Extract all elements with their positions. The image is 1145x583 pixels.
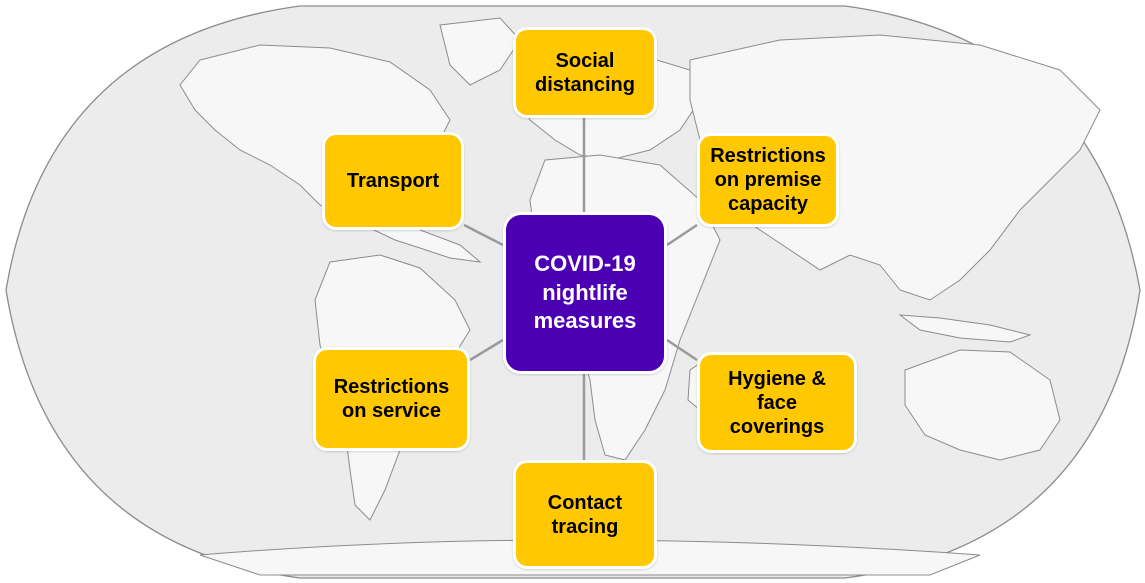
center-label: COVID-19 nightlife measures [533, 251, 637, 334]
connector-hygiene [666, 338, 698, 362]
measure-label: Contact tracing [547, 491, 623, 538]
measure-label: Restrictions on premise capacity [710, 145, 826, 215]
connector-premise-capacity [666, 223, 698, 247]
indonesia-shape [898, 314, 1032, 343]
greenland-shape [439, 17, 521, 86]
measure-restrictions-on-service: Restrictions on service [313, 347, 470, 451]
connectors [463, 118, 698, 460]
connector-transport [463, 223, 504, 247]
measure-premise-capacity: Restrictions on premise capacity [697, 133, 839, 227]
measure-social-distancing: Social distancing [513, 27, 657, 118]
measure-label: Transport [346, 170, 440, 192]
connector-service [469, 338, 504, 362]
measure-transport: Transport [322, 132, 464, 230]
measure-hygiene-face-coverings: Hygiene & face coverings [697, 352, 857, 453]
measure-label: Restrictions on service [333, 376, 450, 422]
australia-shape [904, 349, 1061, 461]
measure-label: Social distancing [534, 49, 635, 96]
measure-contact-tracing: Contact tracing [513, 460, 657, 569]
measure-label: Hygiene & face coverings [728, 367, 826, 438]
center-hub: COVID-19 nightlife measures [503, 212, 667, 374]
